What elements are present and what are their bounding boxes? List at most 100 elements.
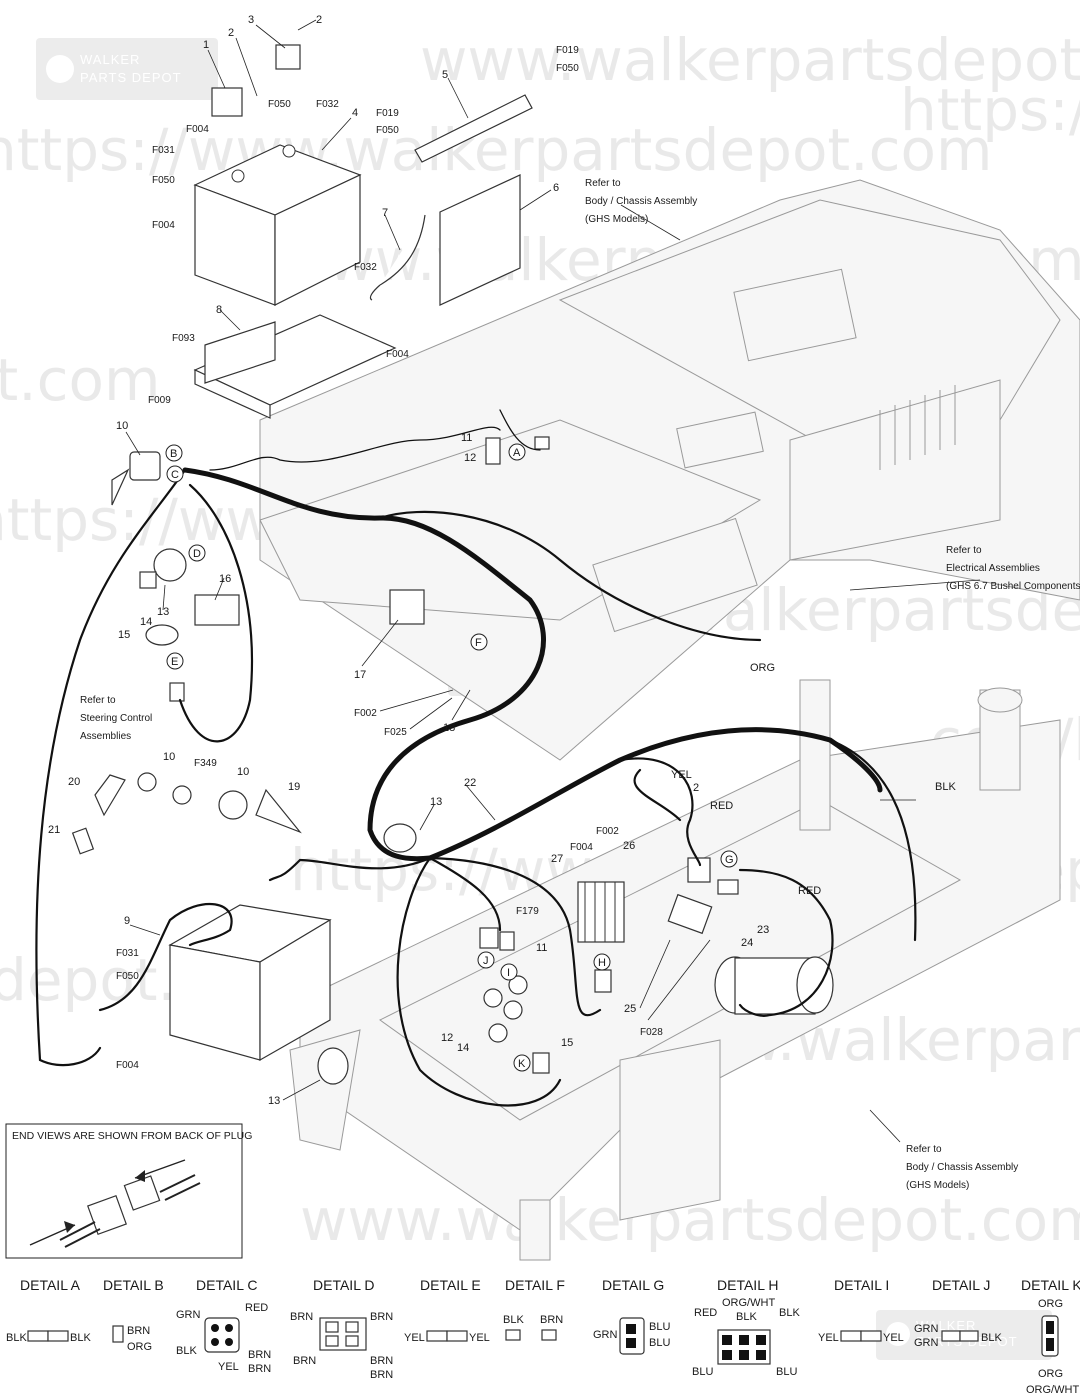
part-24: 24 [741, 937, 753, 949]
detail-c: DETAIL C GRN RED BLK YEL BRN BRN [176, 1277, 271, 1375]
wire-tie-13a [153, 548, 187, 582]
svg-text:A: A [513, 447, 521, 459]
svg-text:J: J [483, 955, 489, 967]
detail-g: DETAIL G GRN BLU BLU [593, 1277, 670, 1355]
part-20: 20 [68, 776, 80, 788]
part-4: 4 [352, 107, 358, 119]
fastener-f032b: F032 [354, 262, 377, 273]
part-13c: 13 [268, 1095, 280, 1107]
detail-e: DETAIL E YEL YEL [404, 1277, 490, 1344]
fastener-f004e: F004 [570, 842, 593, 853]
part-22: 22 [464, 777, 476, 789]
battery-tray [193, 314, 397, 419]
detail-i-title: DETAIL I [834, 1277, 889, 1293]
part-2a: 2 [228, 27, 234, 39]
svg-text:GRN: GRN [914, 1323, 939, 1335]
part-14b: 14 [457, 1042, 469, 1054]
detail-b: DETAIL B BRN ORG [103, 1277, 164, 1353]
part-12b: 12 [441, 1032, 453, 1044]
marker-a: A [508, 443, 526, 461]
detail-a-title: DETAIL A [20, 1277, 81, 1293]
svg-text:BRN: BRN [248, 1363, 271, 1375]
fastener-f019a: F019 [556, 45, 579, 56]
detail-c-title: DETAIL C [196, 1277, 257, 1293]
connector-k [532, 1052, 550, 1074]
battery-bottom [168, 904, 332, 1062]
svg-text:G: G [725, 854, 734, 866]
fastener-labels: F019 F050 F019 F050 F050 F032 F004 F031 … [116, 45, 663, 1071]
end-view-note: END VIEWS ARE SHOWN FROM BACK OF PLUG [12, 1130, 252, 1142]
switch-11b [508, 975, 528, 995]
marker-k: K [513, 1054, 531, 1072]
components [71, 44, 739, 1085]
svg-text:BRN: BRN [370, 1355, 393, 1367]
nut-10a [137, 772, 157, 792]
fastener-f002a: F002 [354, 708, 377, 719]
part-7: 7 [382, 207, 388, 219]
grille-vents [879, 385, 956, 470]
part-23: 23 [757, 924, 769, 936]
fastener-f004a: F004 [186, 124, 209, 135]
svg-text:GRN: GRN [176, 1309, 201, 1321]
detail-markers: A B C D E F G H I J K [165, 443, 738, 1072]
hold-down-bracket [369, 94, 533, 306]
part-15a: 15 [118, 629, 130, 641]
svg-text:BLK: BLK [176, 1345, 197, 1357]
part-10c: 10 [237, 766, 249, 778]
part-13a: 13 [157, 606, 169, 618]
svg-text:BRN: BRN [290, 1311, 313, 1323]
connector-f179 [499, 931, 515, 951]
detail-j: DETAIL J GRN GRN BLK [914, 1277, 1002, 1349]
detail-f-title: DETAIL F [505, 1277, 565, 1293]
fastener-f031b: F031 [116, 948, 139, 959]
svg-text:B: B [170, 448, 177, 460]
wire-tie-13b [383, 823, 417, 853]
wire-color-labels: ORG YEL RED RED BLK [671, 662, 956, 897]
starter-solenoid-boot [211, 87, 243, 117]
connector-g [687, 857, 711, 883]
part-10a: 10 [116, 420, 128, 432]
svg-text:BRN: BRN [293, 1355, 316, 1367]
svg-text:BLK: BLK [981, 1332, 1002, 1344]
part-12a: 12 [464, 452, 476, 464]
battery-top [193, 144, 362, 306]
ignition-key [111, 468, 130, 506]
svg-text:BRN: BRN [370, 1369, 393, 1381]
end-view-note-box: END VIEWS ARE SHOWN FROM BACK OF PLUG [5, 1123, 252, 1259]
svg-text:BLU: BLU [692, 1366, 713, 1378]
svg-text:RED: RED [245, 1302, 268, 1314]
detail-i: DETAIL I YEL YEL [818, 1277, 904, 1344]
part-25: 25 [624, 1003, 636, 1015]
ref-elec-1: Refer to [946, 545, 982, 556]
detail-b-title: DETAIL B [103, 1277, 164, 1293]
svg-text:BLU: BLU [776, 1366, 797, 1378]
wire-blk: BLK [935, 781, 956, 793]
part-6: 6 [553, 182, 559, 194]
svg-text:ORG/WHT: ORG/WHT [722, 1297, 775, 1309]
fastener-f050d: F050 [152, 175, 175, 186]
svg-text:YEL: YEL [404, 1332, 425, 1344]
part-26: 26 [623, 840, 635, 852]
logo-line1: WALKER [80, 52, 140, 67]
detail-a: DETAIL A BLK BLK [6, 1277, 91, 1344]
part-21: 21 [48, 824, 60, 836]
part-11b: 11 [536, 942, 547, 954]
svg-text:BLK: BLK [736, 1311, 757, 1323]
svg-text:BLK: BLK [779, 1307, 800, 1319]
bracket-25 [667, 893, 713, 935]
terminal-cap [275, 44, 301, 70]
detail-d: DETAIL D BRN BRN BRN BRN BRN [290, 1277, 393, 1381]
part-16: 16 [219, 573, 231, 585]
marker-d: D [188, 544, 206, 562]
svg-text:I: I [507, 967, 510, 979]
part-18: 18 [443, 722, 455, 734]
fuel-canister [714, 956, 834, 1015]
svg-text:H: H [598, 957, 606, 969]
fastener-f031a: F031 [152, 145, 175, 156]
connector-d-plug [139, 571, 157, 589]
seat-switch-16 [194, 594, 240, 626]
marker-i: I [500, 963, 518, 981]
fastener-f002b: F002 [596, 826, 619, 837]
fastener-f028: F028 [640, 1027, 663, 1038]
